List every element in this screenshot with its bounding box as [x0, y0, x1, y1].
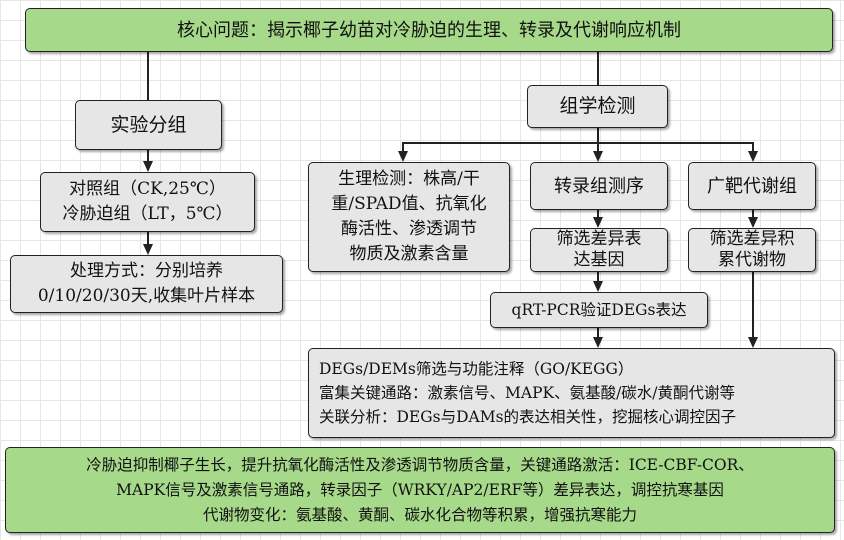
qrt-pcr-box: qRT-PCR验证DEGs表达	[490, 292, 708, 328]
treatment-line: 处理方式：分别培养	[70, 261, 223, 281]
arrow-head	[748, 337, 758, 348]
analysis-line: 富集关键通路：激素信号、MAPK、氨基酸/碳水/黄酮代谢等	[319, 384, 736, 402]
omics-label: 组学检测	[559, 95, 636, 117]
arrow-head	[748, 151, 758, 162]
arrow-head	[593, 217, 603, 228]
connector	[597, 52, 599, 85]
connector	[402, 142, 753, 144]
conclusion-line: 冷胁迫抑制椰子生长，提升抗氧化酶活性及渗透调节物质含量，关键通路激活：ICE-C…	[86, 455, 754, 474]
connector	[752, 272, 754, 338]
title-text: 核心问题：揭示椰子幼苗对冷胁迫的生理、转录及代谢响应机制	[177, 19, 681, 41]
physiology-line: 生理检测：株高/干	[338, 169, 480, 189]
deg-line: 筛选差异表	[556, 229, 642, 249]
analysis-line: 关联分析：DEGs与DAMs的表达相关性，挖掘核心调控因子	[319, 408, 737, 426]
stress-group: 冷胁迫组（LT，5℃）	[62, 204, 233, 224]
groups-box: 对照组（CK,25℃） 冷胁迫组（LT，5℃）	[40, 172, 255, 232]
connector	[752, 210, 754, 218]
transcriptome-box: 转录组测序	[530, 162, 668, 210]
treatment-line: 0/10/20/30天,收集叶片样本	[37, 286, 256, 306]
experiment-label: 实验分组	[110, 113, 187, 136]
arrow-head	[143, 161, 153, 172]
dam-line: 筛选差异积	[709, 229, 795, 249]
omics-box: 组学检测	[527, 85, 668, 128]
metabolome-label: 广靶代谢组	[707, 175, 797, 197]
dam-line: 累代谢物	[718, 250, 786, 270]
arrow-head	[143, 244, 153, 255]
arrow-head	[593, 337, 603, 348]
connector	[597, 272, 599, 282]
transcriptome-label: 转录组测序	[554, 175, 644, 197]
deg-box: 筛选差异表达基因	[530, 228, 668, 272]
connector	[752, 142, 754, 152]
arrow-head	[748, 217, 758, 228]
control-group: 对照组（CK,25℃）	[69, 179, 226, 199]
connector	[402, 142, 404, 152]
connector	[147, 150, 149, 162]
connector	[597, 328, 599, 338]
qrt-label: qRT-PCR验证DEGs表达	[511, 300, 687, 319]
conclusion-line: MAPK信号及激素信号通路，转录因子（WRKY/AP2/ERF等）差异表达，调控…	[116, 480, 724, 499]
arrow-head	[593, 151, 603, 162]
arrow-head	[398, 151, 408, 162]
deg-line: 达基因	[573, 250, 625, 270]
metabolome-box: 广靶代谢组	[688, 162, 816, 210]
analysis-box: DEGs/DEMs筛选与功能注释（GO/KEGG） 富集关键通路：激素信号、MAP…	[308, 348, 835, 438]
experiment-group-box: 实验分组	[75, 100, 222, 150]
arrow-head	[593, 281, 603, 292]
treatment-box: 处理方式：分别培养 0/10/20/30天,收集叶片样本	[10, 255, 283, 313]
conclusion-line: 代谢物变化：氨基酸、黄酮、碳水化合物等积累，增强抗寒能力	[202, 505, 637, 524]
connector	[147, 52, 149, 100]
conclusion-box: 冷胁迫抑制椰子生长，提升抗氧化酶活性及渗透调节物质含量，关键通路激活：ICE-C…	[5, 447, 835, 533]
analysis-line: DEGs/DEMs筛选与功能注释（GO/KEGG）	[319, 360, 634, 378]
physiology-line: 酶活性、渗透调节	[341, 219, 477, 239]
physiology-line: 物质及激素含量	[349, 244, 469, 264]
physiology-line: 重/SPAD值、抗氧化	[331, 194, 487, 214]
title-box: 核心问题：揭示椰子幼苗对冷胁迫的生理、转录及代谢响应机制	[25, 8, 833, 52]
connector	[597, 210, 599, 218]
dam-box: 筛选差异积累代谢物	[688, 228, 816, 272]
connector	[597, 142, 599, 152]
connector	[597, 128, 599, 142]
connector	[147, 232, 149, 244]
physiology-box: 生理检测：株高/干重/SPAD值、抗氧化酶活性、渗透调节物质及激素含量	[308, 162, 510, 272]
